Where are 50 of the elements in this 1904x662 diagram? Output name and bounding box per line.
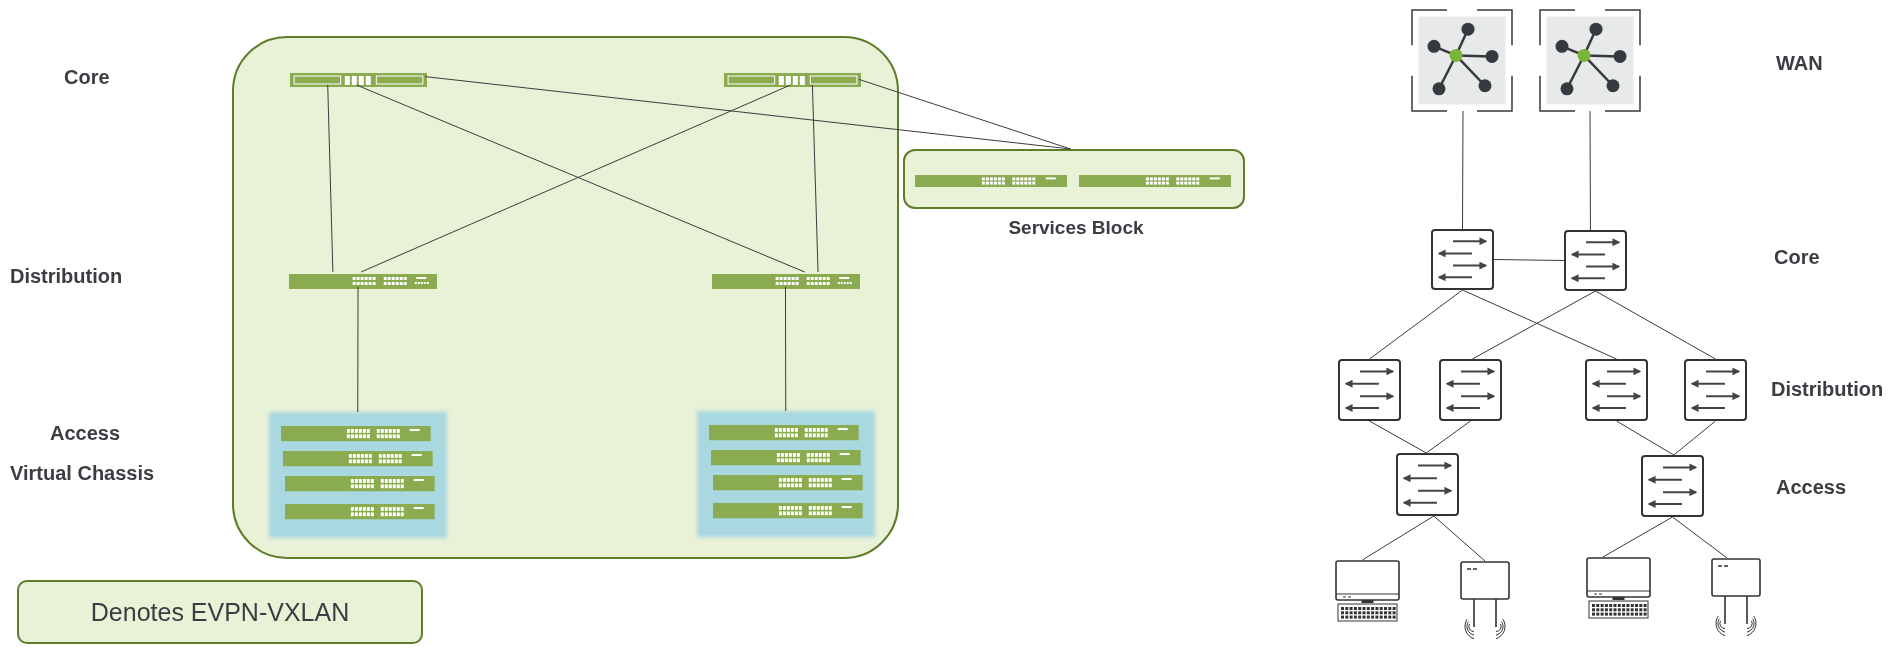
connector-line xyxy=(1369,420,1427,454)
tier-label: Distribution xyxy=(10,265,123,288)
connector-line xyxy=(811,84,819,273)
connector-line xyxy=(1462,110,1464,230)
tier-label: Distribution xyxy=(1771,378,1884,401)
legend-label: Denotes EVPN-VXLAN xyxy=(90,597,350,627)
connector-line xyxy=(424,76,1072,150)
connector-line xyxy=(1493,259,1565,261)
connector-line xyxy=(1673,420,1716,456)
connector-line xyxy=(1425,420,1471,454)
switch-icon xyxy=(1684,359,1747,421)
switch-icon xyxy=(1439,359,1502,421)
switch-icon xyxy=(1641,455,1704,517)
connector-line xyxy=(1462,289,1617,360)
network-hub-icon xyxy=(1412,10,1512,111)
tier-label: Core xyxy=(1774,246,1820,269)
connector-line xyxy=(1672,516,1728,559)
switch-drawing xyxy=(290,73,427,87)
switch-icon xyxy=(1396,453,1459,516)
connector-line xyxy=(1595,290,1716,360)
tier-label: Core xyxy=(64,66,110,89)
switch-drawing xyxy=(724,73,861,87)
virtual-chassis-box xyxy=(699,413,873,535)
switch-icon xyxy=(1431,229,1494,290)
tier-label: Access xyxy=(1776,476,1847,499)
desktop-computer-icon xyxy=(1586,557,1651,619)
switch-icon xyxy=(1338,359,1401,421)
block-title: Services Block xyxy=(1007,217,1145,239)
connector-line xyxy=(785,286,787,412)
desktop-computer-icon xyxy=(1335,560,1400,622)
switch-drawing xyxy=(712,274,860,289)
tier-label: Virtual Chassis xyxy=(10,462,155,485)
switch-icon xyxy=(1564,230,1627,291)
connector-line xyxy=(1602,516,1673,558)
connector-line xyxy=(1589,110,1591,231)
tier-label: Access xyxy=(50,422,121,445)
connector-line xyxy=(1369,289,1463,360)
network-hub-icon xyxy=(1540,10,1640,111)
connector-line xyxy=(1616,420,1675,456)
connector-line xyxy=(1361,515,1435,561)
connector-line xyxy=(1471,290,1596,360)
switch-drawing xyxy=(289,274,437,289)
overlay-region xyxy=(232,36,899,559)
connector-line xyxy=(357,286,359,413)
tier-label: WAN xyxy=(1776,52,1823,75)
connector-line xyxy=(1433,515,1486,562)
switch-icon xyxy=(1585,359,1648,421)
connector-line xyxy=(327,84,334,273)
connector-line xyxy=(858,78,1072,150)
virtual-chassis-box xyxy=(271,414,445,536)
